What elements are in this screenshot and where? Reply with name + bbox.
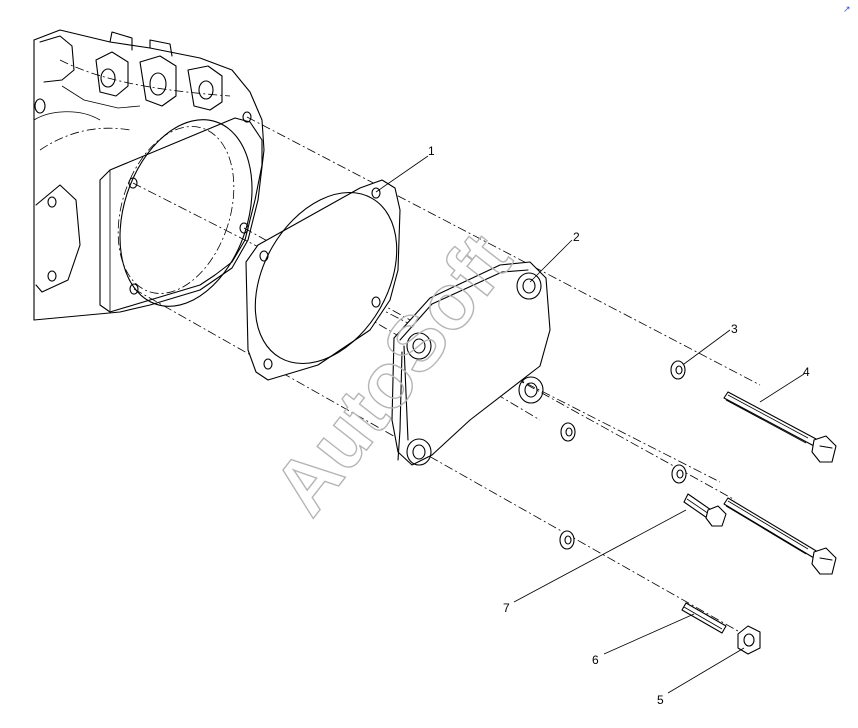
- corner-mark: ↗: [843, 4, 851, 14]
- callout-4: 4: [803, 365, 810, 379]
- callout-2: 2: [573, 230, 580, 244]
- callout-1: 1: [428, 144, 435, 158]
- stud: [681, 602, 727, 634]
- long-bolts: [723, 391, 837, 575]
- cover-plate: [391, 261, 551, 466]
- callout-6: 6: [592, 653, 599, 667]
- housing-drawing: [33, 29, 265, 321]
- washers: [559, 360, 687, 550]
- callout-numbers: 1 2 3 4 5 6 7: [428, 144, 810, 707]
- nut: [737, 625, 761, 655]
- short-bolt: [683, 493, 727, 527]
- callout-7: 7: [503, 601, 510, 615]
- leader-lines: [375, 155, 805, 694]
- callout-5: 5: [657, 693, 664, 707]
- callout-3: 3: [731, 322, 738, 336]
- gasket: [245, 179, 401, 381]
